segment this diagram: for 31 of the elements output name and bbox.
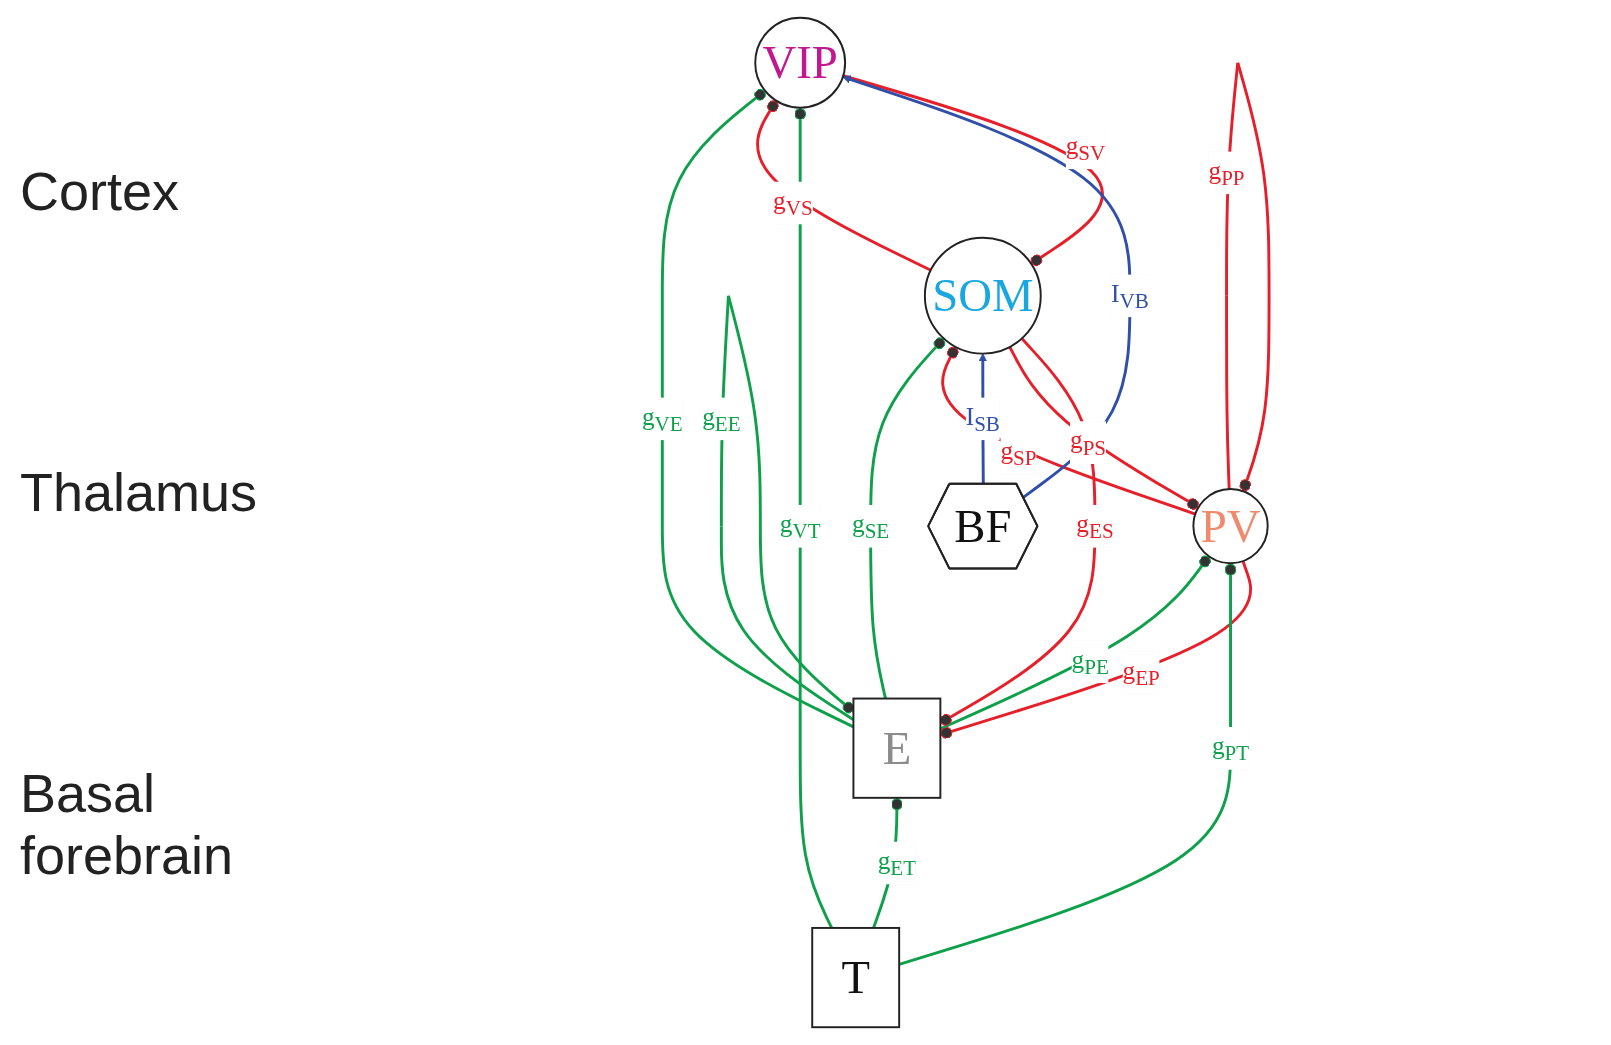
edge-label: g$_{EP}$	[1122, 656, 1160, 690]
connector	[1008, 346, 1200, 510]
connector	[794, 107, 833, 929]
arrow	[842, 75, 1132, 499]
connector	[842, 74, 1104, 267]
connector	[869, 337, 946, 699]
edge-label: I$_{SB}$	[965, 402, 1000, 436]
edge-label: g$_{EE}$	[702, 402, 741, 436]
edge-label: g$_{PP}$	[1208, 156, 1245, 190]
region-label: Thalamus	[20, 460, 259, 523]
node-box: E	[852, 697, 942, 799]
edge-label: g$_{SV}$	[1065, 131, 1106, 165]
edge-label: g$_{PT}$	[1211, 731, 1250, 766]
node-circle: VIP	[754, 16, 847, 109]
edge-label: I$_{VB}$	[1111, 279, 1149, 313]
edge-label: g$_{SE}$	[851, 509, 890, 543]
edge-label: g$_{ES}$	[1076, 509, 1114, 543]
edge-label: g$_{VE}$	[641, 402, 683, 436]
node-circle: SOM	[923, 236, 1042, 355]
connector	[941, 346, 1196, 516]
edge-label: g$_{PE}$	[1071, 645, 1109, 679]
connector	[756, 100, 932, 272]
region-label: Cortex	[20, 159, 181, 222]
node-box: T	[811, 926, 901, 1029]
region-label: Basal forebrain	[20, 761, 235, 886]
node-circle: PV	[1192, 487, 1269, 565]
edge-label: g$_{VS}$	[773, 186, 813, 220]
edge-label: g$_{ET}$	[877, 846, 917, 880]
edge-label: g$_{SP}$	[1000, 436, 1037, 471]
edge-label: g$_{VT}$	[779, 509, 821, 543]
edge-label: g$_{PS}$	[1069, 426, 1107, 460]
